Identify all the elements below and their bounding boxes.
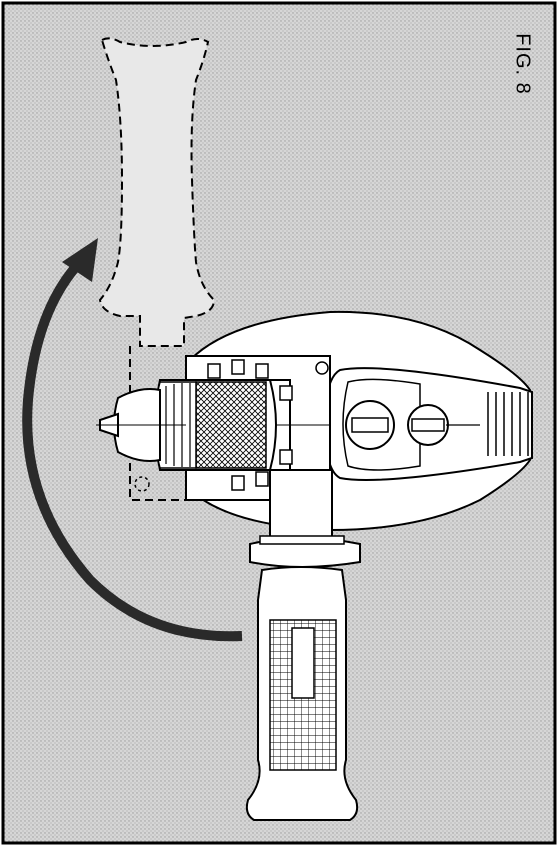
ghost-handle-outline	[98, 37, 216, 501]
handle-neck	[249, 469, 361, 568]
rotation-arrowhead	[62, 238, 98, 282]
figure-label: FIG. 8	[511, 33, 534, 95]
drill-chuck	[96, 379, 277, 471]
rotation-arrow	[22, 258, 243, 642]
side-handle-grip	[245, 566, 359, 821]
